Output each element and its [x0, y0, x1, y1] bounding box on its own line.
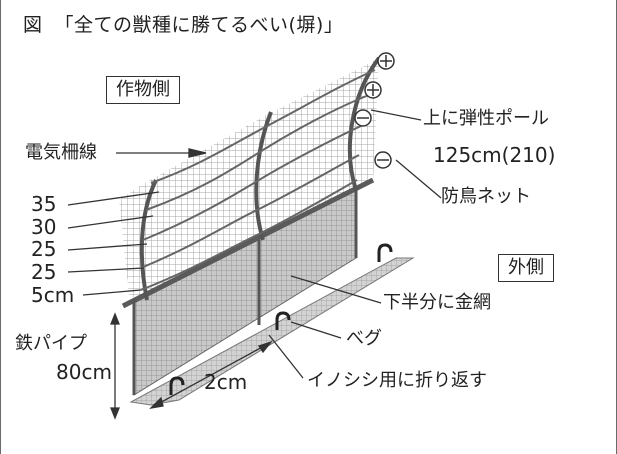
- fold-back-label: イノシシ用に折り返す: [307, 370, 487, 391]
- electric-wire: [140, 179, 358, 291]
- wire-height-4: 25: [31, 260, 57, 284]
- electric-wire: [150, 69, 376, 184]
- peg-label: べグ: [346, 328, 382, 349]
- wire-height-1: 35: [31, 192, 57, 216]
- iron-pipe-label: 鉄パイプ: [15, 333, 87, 354]
- peg-icon: [275, 311, 291, 330]
- peg-icon: [169, 376, 185, 395]
- plus-sign: [367, 84, 379, 96]
- pipe-height-label: 80cm: [56, 360, 112, 384]
- bird-net-label: 防鳥ネット: [441, 186, 531, 207]
- figure-mark: 図: [23, 14, 43, 36]
- electric-wire-label: 電気柵線: [25, 142, 97, 163]
- electric-wire: [145, 94, 370, 211]
- elastic-pole: [254, 111, 273, 241]
- wire-height-3: 25: [31, 237, 57, 261]
- top-rail: [121, 177, 375, 309]
- outside-side-label: 外側: [498, 254, 554, 282]
- wire-mesh-label: 下半分に金網: [383, 292, 491, 313]
- fold-width-label: 2cm: [204, 370, 248, 394]
- bird-net: [119, 58, 379, 300]
- electric-wire: [142, 124, 364, 241]
- upper-pole-label: 上に弾性ポール: [423, 108, 549, 129]
- figure-title: 図「全ての獣種に勝てるべい(塀)」: [23, 10, 343, 37]
- elastic-pole: [139, 179, 158, 301]
- figure-title-text: 「全ての獣種に勝てるべい(塀)」: [54, 14, 344, 36]
- wire-height-2: 30: [31, 215, 57, 239]
- leader-lines: [67, 109, 442, 420]
- wire-height-5: 5cm: [31, 283, 75, 307]
- pole-length-label: 125cm(210): [433, 143, 556, 167]
- electric-wire: [140, 154, 360, 269]
- inside-side-label: 作物側: [106, 76, 180, 104]
- ground-fold-strip: [129, 257, 415, 406]
- peg-icon: [377, 243, 393, 262]
- plus-sign: [380, 55, 392, 67]
